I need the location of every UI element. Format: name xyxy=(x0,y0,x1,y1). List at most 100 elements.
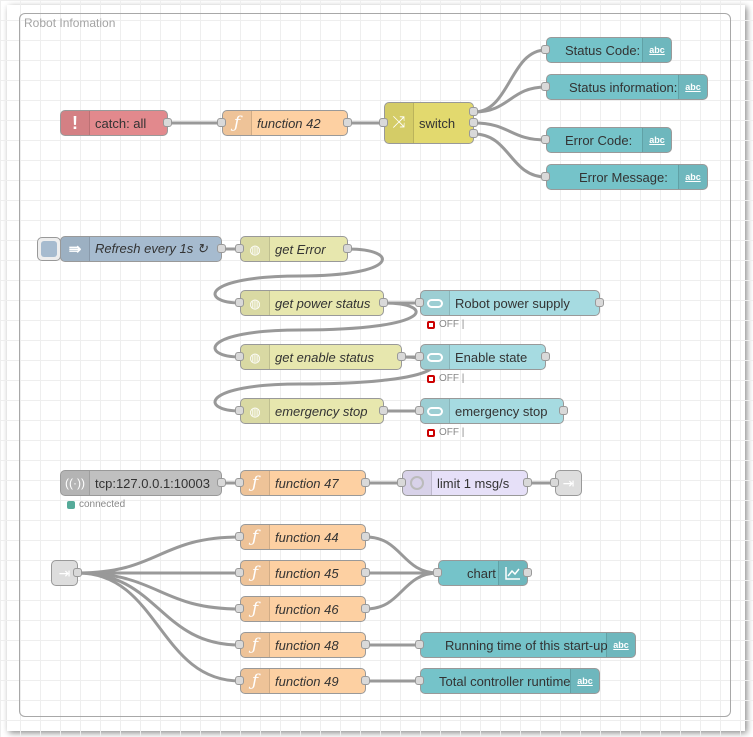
output-port[interactable] xyxy=(361,640,370,649)
output-port[interactable] xyxy=(379,298,388,307)
output-port[interactable] xyxy=(361,568,370,577)
link-out-node[interactable]: ⇥ xyxy=(555,470,582,496)
node-label: get enable status xyxy=(275,349,375,365)
input-port[interactable] xyxy=(550,478,559,487)
output-port[interactable] xyxy=(163,118,172,127)
output-port[interactable] xyxy=(361,604,370,613)
input-port[interactable] xyxy=(235,676,244,685)
input-port[interactable] xyxy=(415,352,424,361)
status-text: connected xyxy=(79,499,126,510)
globe-icon: ◍ xyxy=(241,237,270,261)
group-robot-information[interactable] xyxy=(19,13,731,717)
input-port[interactable] xyxy=(433,568,442,577)
function-46-node[interactable]: ƒ function 46 xyxy=(240,596,366,622)
output-port[interactable] xyxy=(217,478,226,487)
output-port[interactable] xyxy=(469,118,478,127)
function-48-node[interactable]: ƒ function 48 xyxy=(240,632,366,658)
output-port[interactable] xyxy=(559,406,568,415)
output-port[interactable] xyxy=(379,406,388,415)
output-port[interactable] xyxy=(73,568,82,577)
switch-node[interactable]: ⤨ switch xyxy=(384,102,474,144)
wire xyxy=(365,571,439,611)
refresh-inject-node[interactable]: ⇛ Refresh every 1s ↻ xyxy=(60,236,222,262)
input-port[interactable] xyxy=(235,604,244,613)
catch-all-node[interactable]: ! catch: all xyxy=(60,110,168,136)
input-port[interactable] xyxy=(379,118,388,127)
get-power-status-node[interactable]: ◍ get power status xyxy=(240,290,384,316)
input-port[interactable] xyxy=(541,45,550,54)
function-45-node[interactable]: ƒ function 45 xyxy=(240,560,366,586)
function-49-node[interactable]: ƒ function 49 xyxy=(240,668,366,694)
text-abc-icon: abc xyxy=(678,75,707,99)
input-port[interactable] xyxy=(541,172,550,181)
output-port[interactable] xyxy=(469,129,478,138)
output-port[interactable] xyxy=(469,107,478,116)
get-error-node[interactable]: ◍ get Error xyxy=(240,236,348,262)
error-message-node[interactable]: Error Message: abc xyxy=(546,164,708,190)
total-runtime-node[interactable]: Total controller runtime abc xyxy=(420,668,600,694)
input-port[interactable] xyxy=(235,568,244,577)
input-port[interactable] xyxy=(415,406,424,415)
output-port[interactable] xyxy=(343,244,352,253)
output-port[interactable] xyxy=(397,352,406,361)
node-label: Robot power supply xyxy=(455,295,570,311)
node-label: Error Message: xyxy=(579,169,668,185)
wire xyxy=(473,48,547,114)
limit-node[interactable]: limit 1 msg/s xyxy=(402,470,528,496)
input-port[interactable] xyxy=(415,676,424,685)
emergency-stop-switch-node[interactable]: emergency stop xyxy=(420,398,564,424)
node-label: function 45 xyxy=(275,565,339,581)
output-port[interactable] xyxy=(523,478,532,487)
chart-node[interactable]: chart xyxy=(438,560,528,586)
toggle-icon-shape xyxy=(427,406,443,416)
function-44-node[interactable]: ƒ function 44 xyxy=(240,524,366,550)
inject-trigger-button[interactable] xyxy=(37,237,61,261)
input-port[interactable] xyxy=(415,298,424,307)
node-label: Error Code: xyxy=(565,132,633,148)
enable-state-node[interactable]: Enable state xyxy=(420,344,546,370)
get-enable-status-node[interactable]: ◍ get enable status xyxy=(240,344,402,370)
node-label: function 47 xyxy=(275,475,339,491)
output-port[interactable] xyxy=(361,676,370,685)
node-label: limit 1 msg/s xyxy=(437,475,510,491)
function-42-node[interactable]: ƒ function 42 xyxy=(222,110,348,136)
node-label: get Error xyxy=(275,241,326,257)
globe-icon: ◍ xyxy=(241,345,270,369)
function-icon: ƒ xyxy=(241,597,270,621)
output-port[interactable] xyxy=(217,244,226,253)
wire xyxy=(213,301,418,359)
function-47-node[interactable]: ƒ function 47 xyxy=(240,470,366,496)
node-label: Refresh every 1s ↻ xyxy=(95,241,208,256)
output-port[interactable] xyxy=(541,352,550,361)
node-label: chart xyxy=(467,565,496,581)
output-port[interactable] xyxy=(523,568,532,577)
output-port[interactable] xyxy=(361,532,370,541)
input-port[interactable] xyxy=(235,298,244,307)
input-port[interactable] xyxy=(235,640,244,649)
status-information-node[interactable]: Status information: abc xyxy=(546,74,708,100)
input-port[interactable] xyxy=(235,352,244,361)
error-code-node[interactable]: Error Code: abc xyxy=(546,127,672,153)
robot-power-supply-node[interactable]: Robot power supply xyxy=(420,290,600,316)
input-port[interactable] xyxy=(235,406,244,415)
input-port[interactable] xyxy=(235,532,244,541)
node-label: Status Code: xyxy=(565,42,641,58)
input-port[interactable] xyxy=(235,244,244,253)
running-time-node[interactable]: Running time of this start-up abc xyxy=(420,632,636,658)
tcp-in-node[interactable]: ((·)) tcp:127.0.0.1:10003 xyxy=(60,470,222,496)
input-port[interactable] xyxy=(415,640,424,649)
node-label: function 44 xyxy=(275,529,339,545)
input-port[interactable] xyxy=(397,478,406,487)
node-label: emergency stop xyxy=(455,403,548,419)
output-port[interactable] xyxy=(343,118,352,127)
output-port[interactable] xyxy=(361,478,370,487)
input-port[interactable] xyxy=(235,478,244,487)
toggle-icon xyxy=(421,399,450,423)
input-port[interactable] xyxy=(217,118,226,127)
toggle-icon-shape xyxy=(427,352,443,362)
status-code-node[interactable]: Status Code: abc xyxy=(546,37,672,63)
input-port[interactable] xyxy=(541,82,550,91)
input-port[interactable] xyxy=(541,135,550,144)
output-port[interactable] xyxy=(595,298,604,307)
emergency-stop-function-node[interactable]: ◍ emergency stop xyxy=(240,398,384,424)
